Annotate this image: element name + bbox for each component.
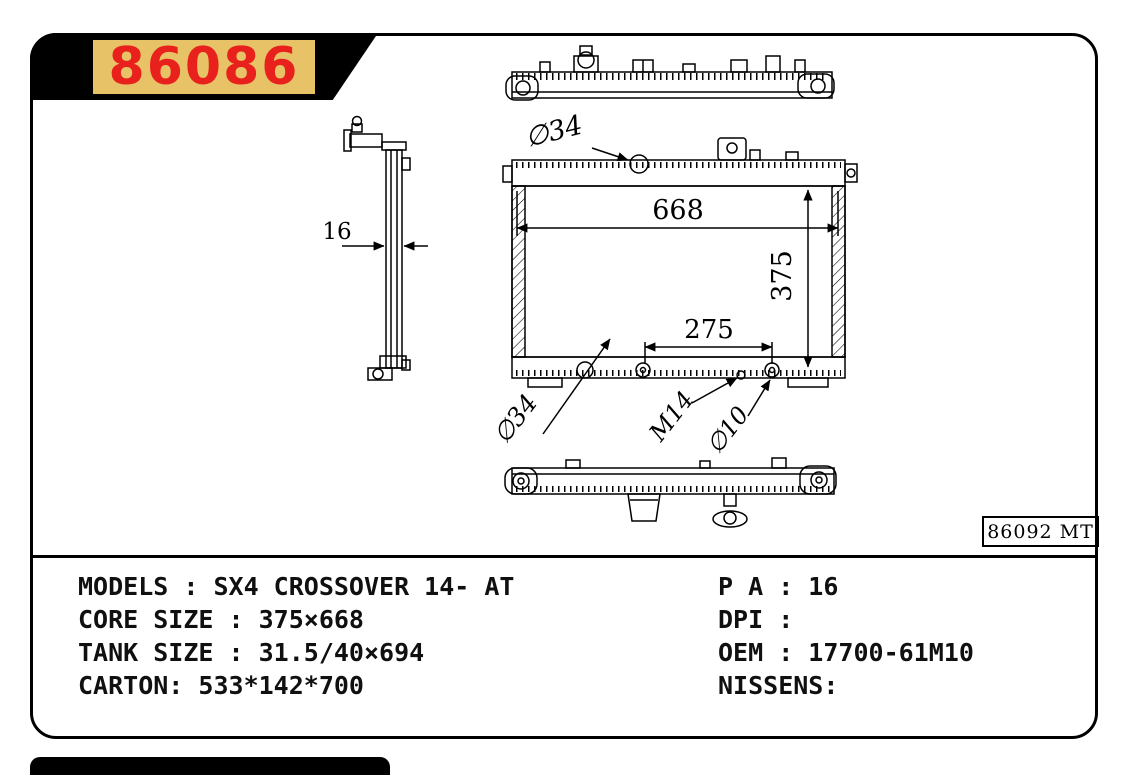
dim-bottom-outlet-dia: ∅34 <box>487 389 543 449</box>
part-number: 86086 <box>92 39 316 94</box>
sheet-frame <box>30 33 1098 739</box>
bottom-view-drawing <box>504 457 837 528</box>
spec-tank-size: TANK SIZE : 31.5/40×694 <box>78 638 425 667</box>
dim-pin-dia: ∅10 <box>701 401 755 459</box>
next-sheet-ribbon <box>30 757 390 775</box>
spec-carton: CARTON: 533*142*700 <box>78 671 364 700</box>
part-number-ribbon: 86086 <box>30 33 378 100</box>
side-view-drawing <box>342 115 428 381</box>
top-right-mount-hole <box>810 78 826 94</box>
spec-column-right: P A : 16 DPI : OEM : 17700-61M10 NISSENS… <box>718 570 974 702</box>
dim-core-width: 668 <box>652 195 704 226</box>
spec-nissens: NISSENS: <box>718 671 839 700</box>
top-view-drawing <box>505 45 835 101</box>
spec-core-size: CORE SIZE : 375×668 <box>78 605 364 634</box>
front-view-drawing <box>502 137 858 435</box>
dim-core-height: 375 <box>767 250 798 302</box>
filler-neck-top <box>577 51 595 69</box>
spec-oem: OEM : 17700-61M10 <box>718 638 974 667</box>
inlet-port-circle <box>629 154 649 174</box>
dim-top-inlet-dia: ∅34 <box>522 110 586 154</box>
divider <box>30 555 1098 558</box>
dim-mount-span: 275 <box>684 315 734 345</box>
top-left-mount-hole <box>515 80 531 96</box>
drawing-ref-box: 86092 MT <box>982 516 1099 547</box>
dim-core-thickness: 16 <box>322 219 351 245</box>
spec-dpi: DPI : <box>718 605 794 634</box>
spec-column-left: MODELS : SX4 CROSSOVER 14- AT CORE SIZE … <box>78 570 515 702</box>
drain-petcock <box>712 510 748 528</box>
drain-plug-circle <box>736 370 746 380</box>
spec-models: MODELS : SX4 CROSSOVER 14- AT <box>78 572 515 601</box>
outlet-port-circle <box>576 361 594 379</box>
drawing-ref: 86092 MT <box>987 520 1094 543</box>
spec-pa: P A : 16 <box>718 572 839 601</box>
filler-neck-bottom <box>627 493 661 522</box>
dim-drain-thread: M14 <box>643 386 700 447</box>
